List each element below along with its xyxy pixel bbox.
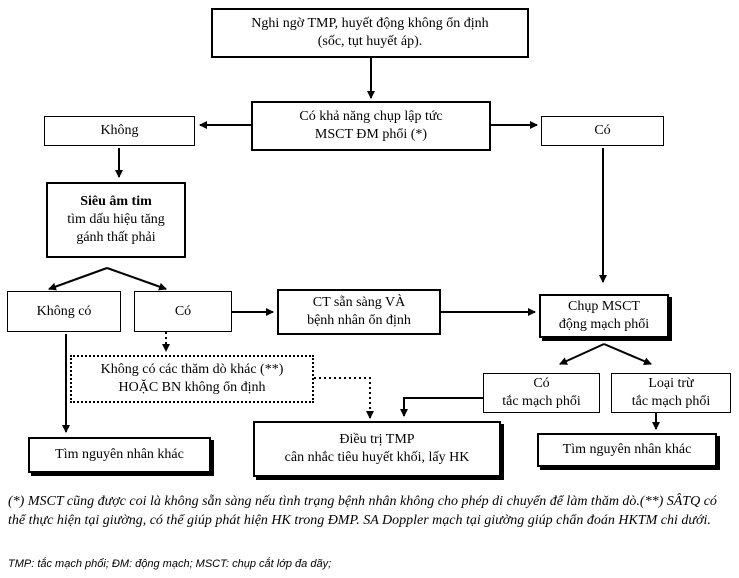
node-echo-yes: Có xyxy=(134,291,232,332)
echo-branch-right xyxy=(106,267,167,291)
node-ct-available-line2: MSCT ĐM phổi (*) xyxy=(314,127,428,142)
abbreviation-legend: TMP: tắc mạch phổi; ĐM: động mạch; MSCT:… xyxy=(8,558,332,570)
node-treat-line2: cân nhắc tiêu huyết khối, lấy HK xyxy=(284,450,470,465)
node-find-other-right: Tìm nguyên nhân khác xyxy=(537,433,717,467)
node-echo-no-label: Không có xyxy=(36,303,92,319)
node-exclude-embolism: Loại trừ tắc mạch phổi xyxy=(611,373,731,413)
node-suspect: Nghi ngờ TMP, huyết động không ổn định (… xyxy=(211,8,529,58)
ct-pulm-branch-right xyxy=(603,343,652,365)
node-treat: Điều trị TMP cân nhắc tiêu huyết khối, l… xyxy=(253,421,501,477)
node-exclude-embolism-line2: tắc mạch phổi xyxy=(631,394,711,409)
node-ct-available-line1: Có khả năng chụp lập tức xyxy=(299,109,443,124)
node-find-other-left-label: Tìm nguyên nhân khác xyxy=(55,447,184,462)
node-yes-embolism-line2: tắc mạch phổi xyxy=(502,394,581,409)
node-find-other-left: Tìm nguyên nhân khác xyxy=(28,437,211,473)
arrow-yes-embolism-to-treat xyxy=(400,397,483,417)
node-exclude-embolism-line1: Loại trừ xyxy=(648,376,694,391)
node-ct-ready-line1: CT sẵn sàng VÀ xyxy=(312,295,406,310)
node-echo-title: Siêu âm tim xyxy=(80,194,152,209)
node-ct-pulm: Chụp MSCT động mạch phổi xyxy=(539,294,669,338)
node-echo-line2: gánh thất phải xyxy=(76,230,156,245)
node-echo: Siêu âm tim tìm dấu hiệu tăng gánh thất … xyxy=(46,182,186,258)
node-echo-line1: tìm dấu hiệu tăng xyxy=(67,212,165,227)
ct-pulm-branch-left xyxy=(559,343,605,365)
node-no-other: Không có các thăm dò khác (**) HOẶC BN k… xyxy=(70,355,314,403)
echo-branch-left xyxy=(48,267,108,291)
node-suspect-line2: (sốc, tụt huyết áp). xyxy=(317,34,423,49)
node-yes-label: Có xyxy=(594,123,611,138)
dotted-no-other-to-treat xyxy=(314,377,374,419)
node-echo-no: Không có xyxy=(7,291,121,332)
node-yes-embolism-line1: Có xyxy=(533,376,550,391)
node-yes-embolism: Có tắc mạch phổi xyxy=(483,373,600,413)
node-ct-available: Có khả năng chụp lập tức MSCT ĐM phổi (*… xyxy=(251,101,491,151)
node-ct-pulm-line1: Chụp MSCT xyxy=(568,299,640,314)
node-suspect-line1: Nghi ngờ TMP, huyết động không ổn định xyxy=(251,16,489,31)
node-echo-yes-label: Có xyxy=(174,303,192,319)
node-ct-pulm-line2: động mạch phổi xyxy=(558,317,650,332)
node-yes: Có xyxy=(541,116,664,146)
footnote: (*) MSCT cũng được coi là không sẵn sàng… xyxy=(8,494,717,528)
node-ct-ready: CT sẵn sàng VÀ bệnh nhân ổn định xyxy=(277,289,441,335)
node-no-other-line1: Không có các thăm dò khác (**) xyxy=(100,362,284,377)
node-no-label: Không xyxy=(100,123,139,138)
node-no: Không xyxy=(44,116,195,146)
node-find-other-right-label: Tìm nguyên nhân khác xyxy=(562,442,692,457)
node-ct-ready-line2: bệnh nhân ổn định xyxy=(307,313,411,328)
node-no-other-line2: HOẶC BN không ổn định xyxy=(118,380,266,395)
node-treat-line1: Điều trị TMP xyxy=(339,432,415,447)
